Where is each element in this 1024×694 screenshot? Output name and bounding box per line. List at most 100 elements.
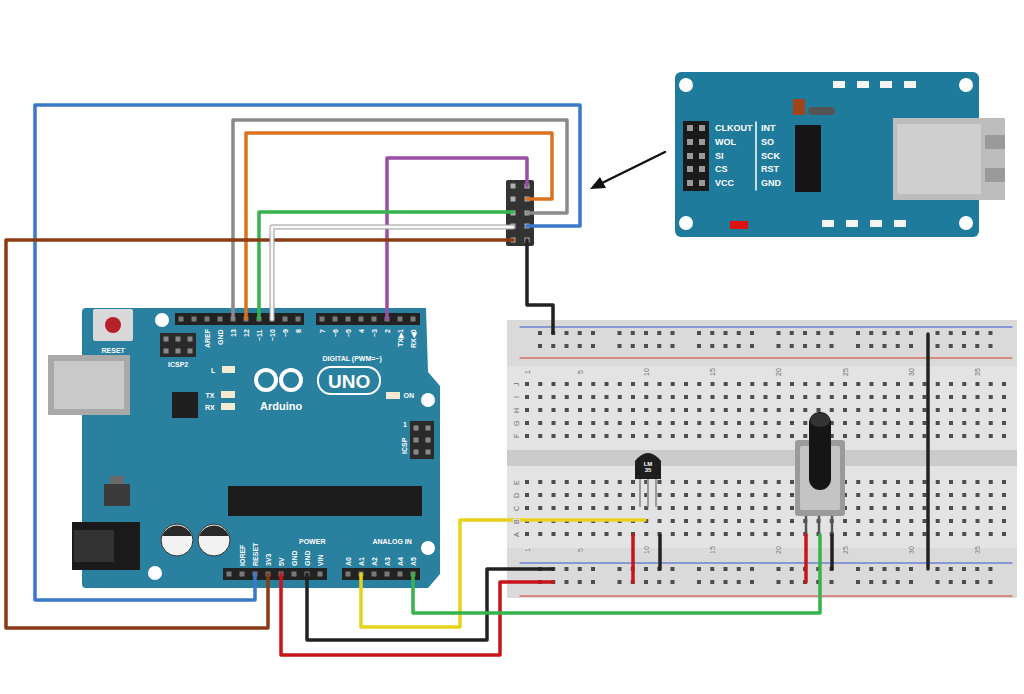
breadboard-hole <box>777 421 781 425</box>
breadboard-hole <box>538 532 542 536</box>
breadboard-hole <box>883 421 887 425</box>
breadboard-hole <box>936 408 940 412</box>
header-pin <box>687 166 693 172</box>
jumper-wire <box>631 535 635 582</box>
voltage-regulator <box>104 484 130 506</box>
ethernet-module: CLKOUTINTWOLSOSISCKCSRSTVCCGND <box>675 72 979 237</box>
header-pin <box>296 317 301 322</box>
breadboard-hole <box>790 493 794 497</box>
breadboard-hole <box>949 480 953 484</box>
logo-plus <box>290 375 292 385</box>
breadboard-hole <box>644 434 648 438</box>
rail-hole <box>671 567 675 571</box>
jumper-wire <box>830 535 834 569</box>
board-label: A2 <box>371 557 378 566</box>
breadboard-hole <box>631 506 635 510</box>
capacitor-mark <box>162 526 192 536</box>
breadboard-hole <box>565 493 569 497</box>
breadboard-hole <box>830 408 834 412</box>
rail-hole <box>975 567 979 571</box>
breadboard-hole <box>671 408 675 412</box>
breadboard-hole <box>671 506 675 510</box>
board-label: 7 <box>319 329 326 333</box>
breadboard-hole <box>803 421 807 425</box>
rail-hole <box>750 344 754 348</box>
grid-label: 35 <box>974 546 981 554</box>
icsp-header <box>410 421 434 459</box>
breadboard-hole <box>578 480 582 484</box>
breadboard-hole <box>883 519 887 523</box>
pin-label: INT <box>761 124 776 133</box>
rail-hole <box>962 567 966 571</box>
breadboard-hole <box>989 493 993 497</box>
breadboard-hole <box>671 532 675 536</box>
breadboard-hole <box>565 480 569 484</box>
breadboard-hole <box>856 506 860 510</box>
breadboard-hole <box>790 506 794 510</box>
usb-connector <box>48 355 130 415</box>
breadboard-hole <box>976 519 980 523</box>
breadboard-hole <box>525 421 529 425</box>
breadboard-hole <box>790 480 794 484</box>
rail-hole <box>737 344 741 348</box>
breadboard-hole <box>591 532 595 536</box>
rail-hole <box>578 331 582 335</box>
board-label: GND <box>304 550 311 566</box>
rail-hole <box>697 567 701 571</box>
breadboard-hole <box>737 480 741 484</box>
header-pin <box>372 572 377 577</box>
breadboard-hole <box>711 532 715 536</box>
breadboard-hole <box>870 395 874 399</box>
breadboard-hole <box>711 395 715 399</box>
header-pin <box>179 317 184 322</box>
breadboard-hole <box>578 506 582 510</box>
rail-hole <box>657 344 661 348</box>
board-label: A3 <box>384 557 391 566</box>
breadboard-hole <box>1002 408 1006 412</box>
mounting-hole <box>679 216 693 230</box>
rail-hole <box>962 580 966 584</box>
rail-hole <box>737 331 741 335</box>
mounting-hole <box>421 393 435 407</box>
breadboard-hole <box>1002 532 1006 536</box>
mounting-hole <box>155 313 169 327</box>
board-label: RESET <box>252 543 259 566</box>
breadboard-hole <box>644 408 648 412</box>
header-pin <box>318 572 323 577</box>
breadboard-hole <box>989 408 993 412</box>
rail-hole <box>697 580 701 584</box>
grid-label: J <box>513 383 520 387</box>
breadboard-hole <box>578 382 582 386</box>
breadboard-hole <box>724 434 728 438</box>
breadboard-hole <box>565 395 569 399</box>
breadboard-hole <box>870 519 874 523</box>
breadboard-hole <box>923 382 927 386</box>
rail-hole <box>710 331 714 335</box>
breadboard-hole <box>962 382 966 386</box>
breadboard-hole <box>976 434 980 438</box>
breadboard-hole <box>724 480 728 484</box>
breadboard-hole <box>618 408 622 412</box>
board-label: TX▶1 <box>397 329 404 347</box>
rail-hole <box>803 331 807 335</box>
breadboard-hole <box>949 434 953 438</box>
pin-label: SCK <box>761 152 780 161</box>
power-jack <box>72 522 140 570</box>
breadboard-hole <box>870 421 874 425</box>
rail-hole <box>737 567 741 571</box>
board-label: ~9 <box>282 329 289 337</box>
breadboard-hole <box>684 408 688 412</box>
rail-hole <box>777 580 781 584</box>
board-label: ICSP <box>401 438 408 454</box>
header-pin <box>699 166 705 172</box>
header-pin <box>205 317 210 322</box>
header-pin <box>426 438 431 443</box>
breadboard-hole <box>538 408 542 412</box>
board-label: ~5 <box>345 329 352 337</box>
breadboard-hole <box>936 382 940 386</box>
rail-hole <box>869 331 873 335</box>
breadboard-hole <box>817 395 821 399</box>
board-label: 4 <box>358 329 365 333</box>
breadboard-hole <box>697 421 701 425</box>
breadboard-hole <box>618 395 622 399</box>
